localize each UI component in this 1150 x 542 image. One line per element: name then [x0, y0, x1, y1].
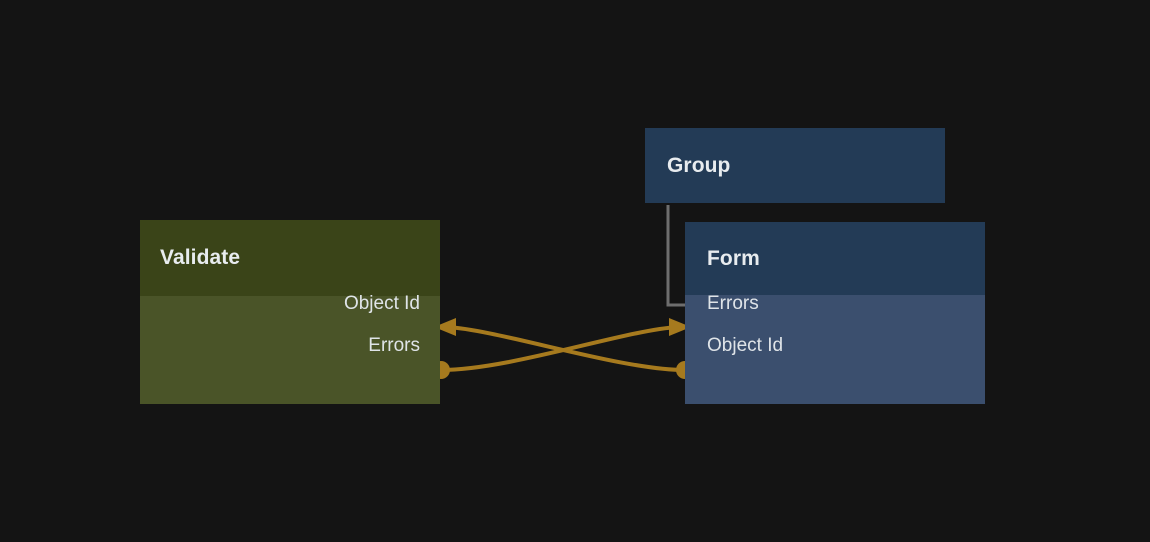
node-group-title: Group — [667, 153, 731, 177]
node-group[interactable]: Group — [645, 128, 945, 203]
node-form-body: Errors Object Id — [685, 293, 985, 404]
node-validate-body: Object Id Errors — [140, 293, 440, 404]
port-validate-errors[interactable]: Errors — [368, 335, 420, 357]
port-validate-errors-label: Errors — [368, 335, 420, 356]
port-form-errors[interactable]: Errors — [707, 293, 759, 315]
connection-validate-errors-to-form-errors[interactable] — [439, 325, 680, 372]
node-group-header[interactable]: Group — [645, 128, 945, 203]
port-validate-object-id-label: Object Id — [343, 293, 420, 314]
port-validate-object-id[interactable]: Object Id — [344, 293, 420, 315]
connection-form-objectid-to-validate-objectid[interactable] — [445, 325, 687, 372]
node-validate-header[interactable]: Validate — [140, 220, 440, 296]
node-form[interactable]: Form Errors Object Id — [685, 222, 985, 404]
port-form-object-id-label: Object Id — [707, 335, 784, 356]
port-form-object-id[interactable]: Object Id — [707, 335, 783, 357]
node-form-header[interactable]: Form — [685, 222, 985, 295]
node-validate[interactable]: Validate Object Id Errors — [140, 220, 440, 404]
node-form-title: Form — [707, 246, 760, 270]
port-form-errors-label: Errors — [707, 293, 759, 314]
node-validate-title: Validate — [160, 246, 241, 269]
